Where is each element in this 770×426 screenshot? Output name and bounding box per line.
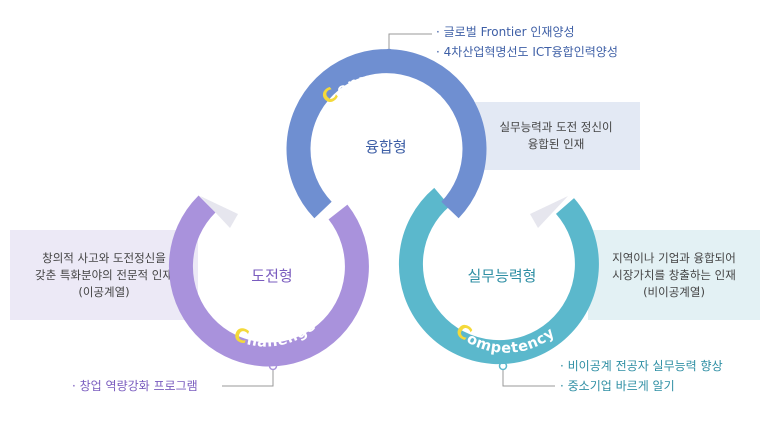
challenge-description-box: 창의적 사고와 도전정신을 갖춘 특화분야의 전문적 인재 (이공계열) [10, 230, 198, 320]
competency-center-label: 실무능력형 [467, 267, 537, 285]
challenge-bullet-item: 창업 역량강화 프로그램 [72, 376, 198, 396]
challenge-shadow-wedge [200, 196, 238, 228]
convergence-bullets: 글로벌 Frontier 인재양성 4차산업혁명선도 ICT융합인력양성 [436, 22, 618, 62]
competency-bullet-item: 중소기업 바르게 알기 [560, 376, 723, 396]
competency-bullets: 비이공계 전공자 실무능력 향상 중소기업 바르게 알기 [560, 356, 723, 396]
competency-description-line: 지역이나 기업과 융합되어 [612, 250, 736, 265]
challenge-center-label: 도전형 [251, 267, 293, 285]
convergence-leader-line [388, 33, 432, 52]
challenge-description-line: 갖춘 특화분야의 전문적 인재 [35, 267, 173, 282]
competency-description-line: 시장가치를 창출하는 인재 [612, 267, 736, 282]
convergence-ring [286, 49, 487, 219]
convergence-center-label: 융합형 [365, 138, 407, 156]
convergence-description-line: 실무능력과 도전 정신이 [499, 120, 613, 134]
challenge-bullets: 창업 역량강화 프로그램 [72, 376, 198, 396]
competency-description-box: 지역이나 기업과 융합되어 시장가치를 창출하는 인재 (비이공계열) [588, 230, 760, 320]
convergence-description-line: 융합된 인재 [527, 137, 585, 151]
competency-description-line: (비이공계열) [643, 284, 705, 299]
competency-bullet-item: 비이공계 전공자 실무능력 향상 [560, 356, 723, 376]
competency-ring [398, 187, 599, 365]
competency-shadow-wedge [530, 196, 568, 228]
convergence-description-box: 실무능력과 도전 정신이 융합된 인재 [472, 102, 640, 170]
challenge-leader-line [222, 367, 274, 387]
convergence-bullet-item: 글로벌 Frontier 인재양성 [436, 22, 618, 42]
convergence-bullet-item: 4차산업혁명선도 ICT융합인력양성 [436, 42, 618, 62]
competency-leader-line [502, 367, 555, 387]
challenge-description-line: (이공계열) [78, 284, 130, 299]
challenge-description-line: 창의적 사고와 도전정신을 [42, 250, 166, 265]
challenge-ring [168, 195, 369, 367]
